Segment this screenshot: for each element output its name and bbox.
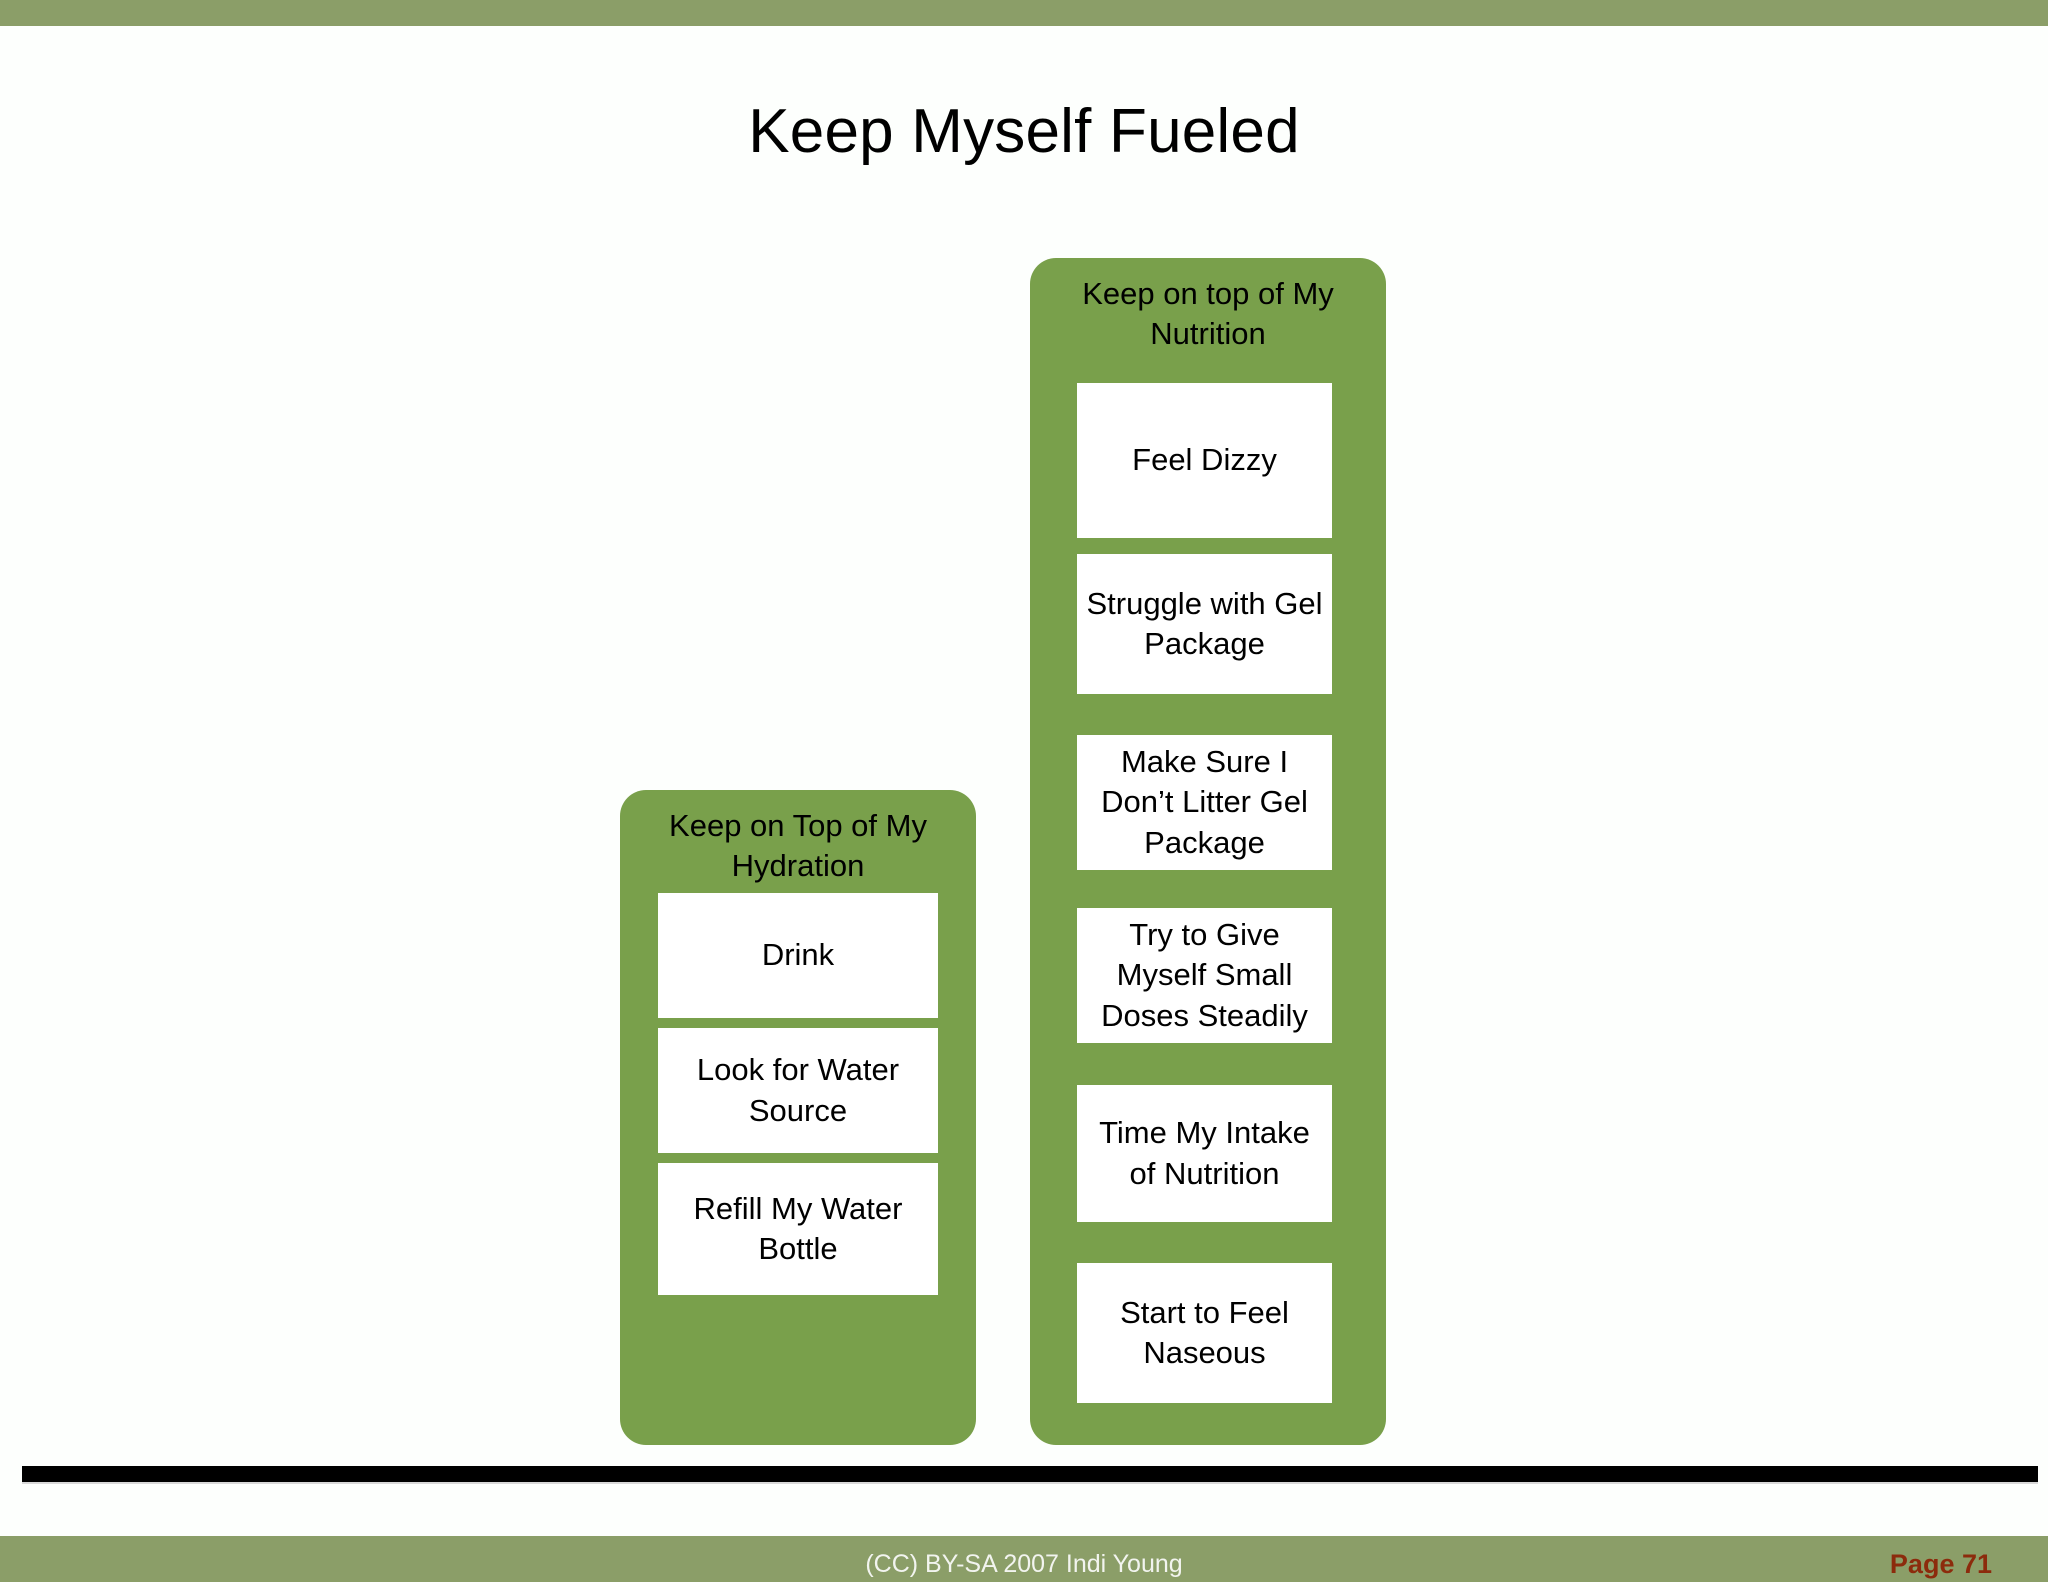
- list-item[interactable]: Make Sure I Don’t Litter Gel Package: [1077, 735, 1332, 870]
- list-item[interactable]: Feel Dizzy: [1077, 383, 1332, 538]
- list-item[interactable]: Try to Give Myself Small Doses Steadily: [1077, 908, 1332, 1043]
- footer-band: [0, 1536, 2048, 1582]
- group-hydration-items: Drink Look for Water Source Refill My Wa…: [620, 790, 976, 1445]
- list-item[interactable]: Drink: [658, 893, 938, 1018]
- horizontal-divider: [22, 1466, 2038, 1484]
- list-item[interactable]: Refill My Water Bottle: [658, 1163, 938, 1295]
- list-item[interactable]: Time My Intake of Nutrition: [1077, 1085, 1332, 1222]
- group-nutrition: Keep on top of My Nutrition Feel Dizzy S…: [1030, 258, 1386, 1445]
- group-hydration: Keep on Top of My Hydration Drink Look f…: [620, 790, 976, 1445]
- page-number: Page 71: [1889, 1549, 1992, 1579]
- footer-credit: (CC) BY-SA 2007 Indi Young: [865, 1550, 1183, 1578]
- list-item[interactable]: Look for Water Source: [658, 1028, 938, 1153]
- group-nutrition-items: Feel Dizzy Struggle with Gel Package Mak…: [1030, 258, 1386, 1445]
- top-decorative-band: [0, 0, 2048, 26]
- page-title: Keep Myself Fueled: [748, 97, 1300, 166]
- group-nutrition-title: Keep on top of My Nutrition: [1082, 276, 1334, 351]
- list-item[interactable]: Struggle with Gel Package: [1077, 554, 1332, 694]
- list-item[interactable]: Start to Feel Naseous: [1077, 1263, 1332, 1403]
- group-hydration-title: Keep on Top of My Hydration: [669, 808, 927, 883]
